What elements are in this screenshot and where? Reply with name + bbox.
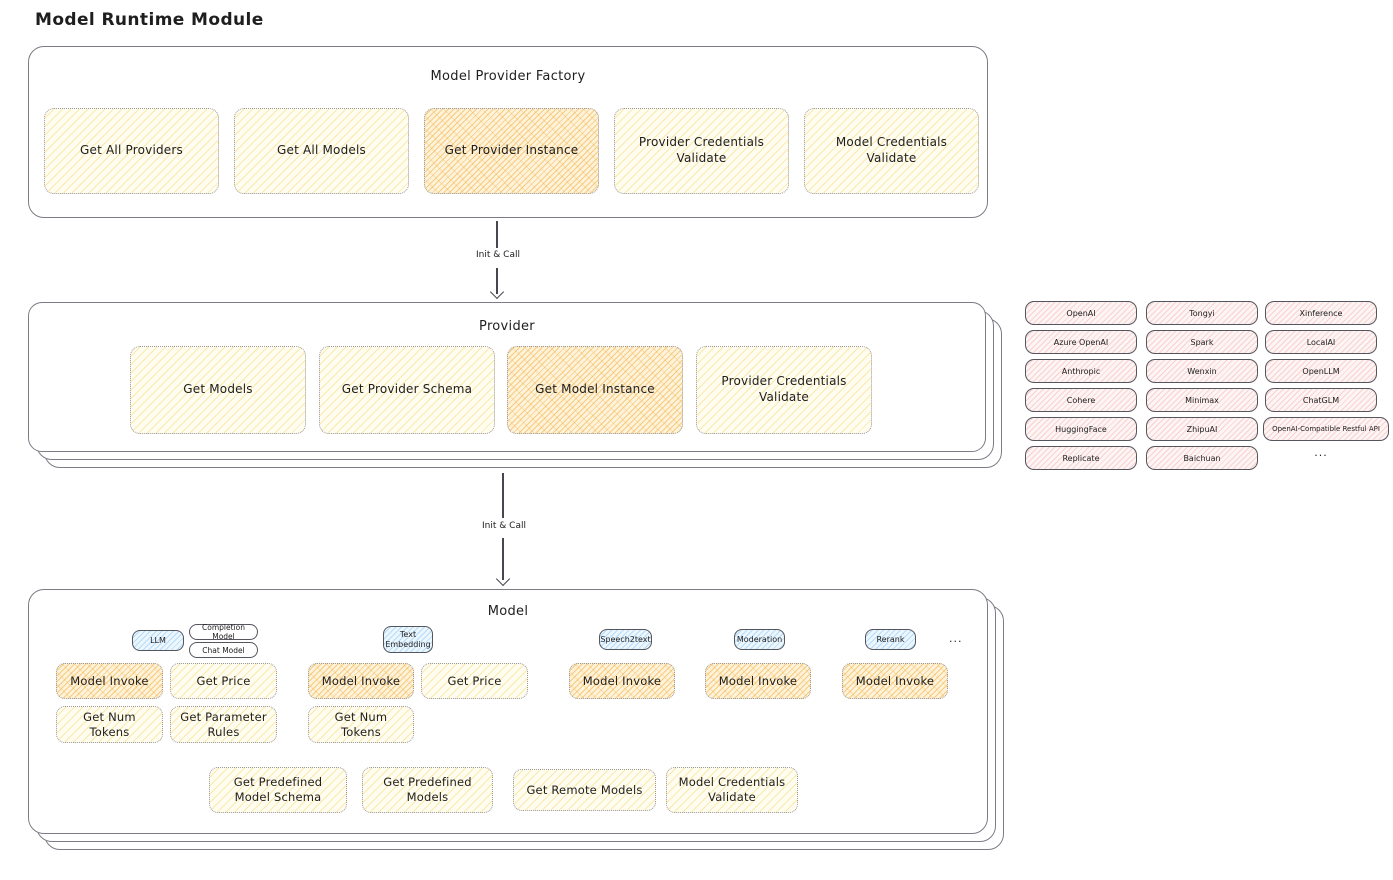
- arrow1-arrowhead-icon: [489, 284, 505, 300]
- shared-get-remote-models: Get Remote Models: [513, 769, 656, 811]
- provider-item-huggingface: HuggingFace: [1025, 417, 1137, 441]
- embedding-get-num-tokens: Get Num Tokens: [308, 706, 414, 743]
- speech2text-model-invoke: Model Invoke: [569, 663, 675, 699]
- factory-container: Model Provider Factory Get All Providers…: [28, 46, 988, 218]
- page-title: Model Runtime Module: [35, 10, 264, 30]
- arrow2-line-bottom: [502, 538, 504, 580]
- factory-box-get-all-models: Get All Models: [234, 108, 409, 194]
- factory-box-get-all-providers: Get All Providers: [44, 108, 219, 194]
- arrow1-line-bottom: [496, 268, 498, 294]
- tag-llm: LLM: [132, 630, 184, 651]
- provider-title: Provider: [479, 319, 535, 334]
- arrow2-label: Init & Call: [479, 521, 529, 531]
- shared-get-predefined-models: Get Predefined Models: [362, 767, 493, 813]
- model-container: Model LLM Completion Model Chat Model Te…: [28, 589, 988, 834]
- shared-model-credentials-validate: Model Credentials Validate: [666, 767, 798, 813]
- provider-box-provider-credentials-validate: Provider Credentials Validate: [696, 346, 872, 434]
- tag-rerank: Rerank: [865, 629, 916, 650]
- provider-item-openllm: OpenLLM: [1265, 359, 1377, 383]
- provider-item-minimax: Minimax: [1146, 388, 1258, 412]
- model-tags-more-ellipsis: ...: [949, 632, 963, 645]
- provider-item-openai-compatible: OpenAI-Compatible Restful API: [1263, 417, 1389, 441]
- rerank-model-invoke: Model Invoke: [842, 663, 948, 699]
- factory-box-get-provider-instance: Get Provider Instance: [424, 108, 599, 194]
- provider-box-get-provider-schema: Get Provider Schema: [319, 346, 495, 434]
- llm-get-num-tokens: Get Num Tokens: [56, 706, 163, 743]
- provider-item-spark: Spark: [1146, 330, 1258, 354]
- provider-container: Provider Get Models Get Provider Schema …: [28, 302, 986, 452]
- provider-box-get-model-instance: Get Model Instance: [507, 346, 683, 434]
- tag-speech2text: Speech2text: [599, 629, 652, 650]
- embedding-model-invoke: Model Invoke: [308, 663, 414, 699]
- model-title: Model: [487, 604, 529, 619]
- tag-completion-model: Completion Model: [189, 623, 258, 641]
- provider-item-anthropic: Anthropic: [1025, 359, 1137, 383]
- provider-item-cohere: Cohere: [1025, 388, 1137, 412]
- moderation-model-invoke: Model Invoke: [705, 663, 811, 699]
- provider-item-chatglm: ChatGLM: [1265, 388, 1377, 412]
- embedding-get-price: Get Price: [421, 663, 528, 699]
- provider-item-replicate: Replicate: [1025, 446, 1137, 470]
- provider-item-zhipuai: ZhipuAI: [1146, 417, 1258, 441]
- provider-item-baichuan: Baichuan: [1146, 446, 1258, 470]
- providers-grid-more-ellipsis: ...: [1314, 446, 1328, 459]
- factory-box-model-credentials-validate: Model Credentials Validate: [804, 108, 979, 194]
- arrow1-label: Init & Call: [473, 250, 523, 260]
- provider-box-get-models: Get Models: [130, 346, 306, 434]
- arrow2-line-top: [502, 473, 504, 518]
- llm-get-price: Get Price: [170, 663, 277, 699]
- provider-item-tongyi: Tongyi: [1146, 301, 1258, 325]
- tag-chat-model: Chat Model: [189, 642, 258, 658]
- llm-get-parameter-rules: Get Parameter Rules: [170, 706, 277, 743]
- provider-item-localai: LocalAI: [1265, 330, 1377, 354]
- provider-item-openai: OpenAI: [1025, 301, 1137, 325]
- provider-item-azure-openai: Azure OpenAI: [1025, 330, 1137, 354]
- tag-moderation: Moderation: [734, 629, 785, 650]
- arrow2-arrowhead-icon: [495, 571, 511, 587]
- arrow1-line-top: [496, 221, 498, 248]
- factory-title: Model Provider Factory: [430, 69, 586, 84]
- shared-get-predefined-model-schema: Get Predefined Model Schema: [209, 767, 347, 813]
- provider-item-xinference: Xinference: [1265, 301, 1377, 325]
- provider-item-wenxin: Wenxin: [1146, 359, 1258, 383]
- tag-text-embedding: Text Embedding: [383, 626, 433, 653]
- llm-model-invoke: Model Invoke: [56, 663, 163, 699]
- factory-box-provider-credentials-validate: Provider Credentials Validate: [614, 108, 789, 194]
